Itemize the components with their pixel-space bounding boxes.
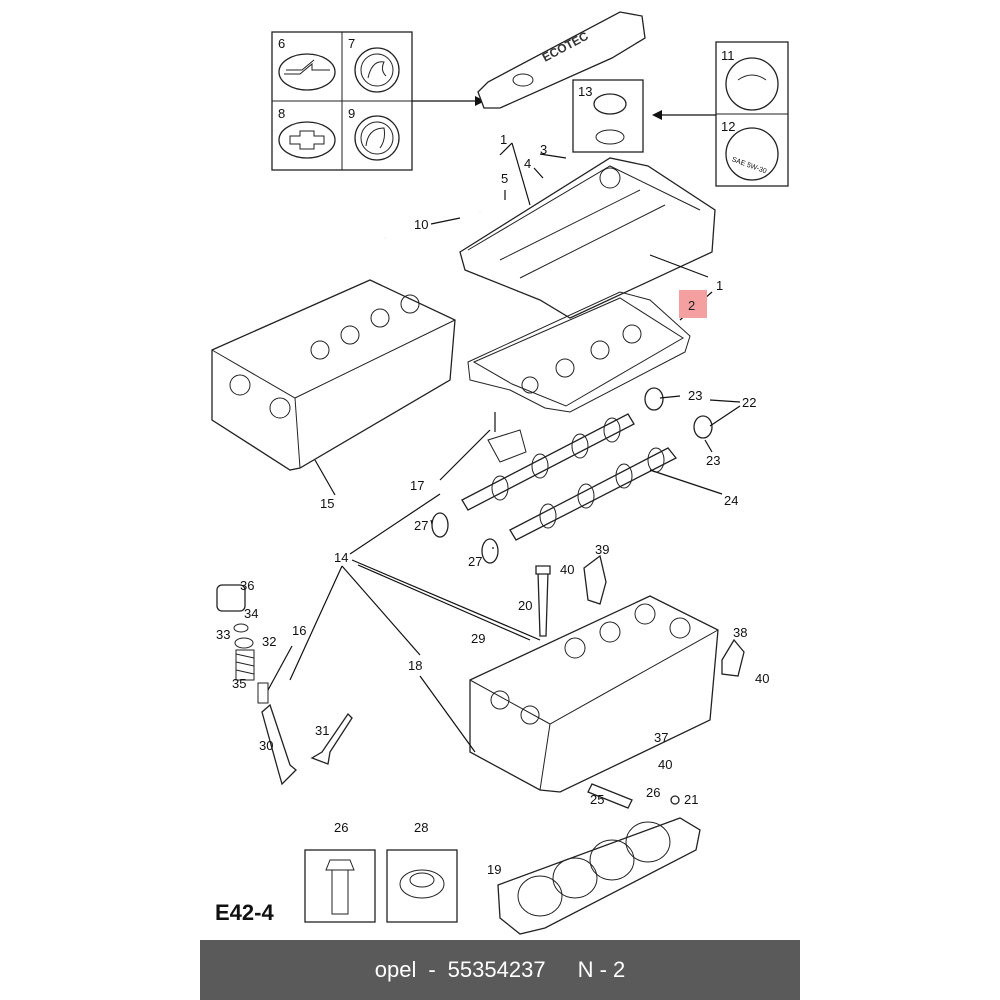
callout-2-highlight xyxy=(679,290,707,318)
bearing-cap-17 xyxy=(487,429,527,463)
callout-26-inset: 26 xyxy=(334,820,348,835)
callout-19: 19 xyxy=(487,862,501,877)
callout-18: 18 xyxy=(408,658,422,673)
footer-page: N - 2 xyxy=(577,957,626,982)
footer-brand: opel xyxy=(374,957,417,982)
callout-30: 30 xyxy=(259,738,273,753)
camshaft-exhaust xyxy=(509,447,678,541)
callout-40-right: 40 xyxy=(755,671,769,686)
callout-40-upper: 40 xyxy=(560,562,574,577)
callout-28: 28 xyxy=(414,820,428,835)
callout-11: 11 xyxy=(721,48,735,63)
callout-4: 4 xyxy=(524,156,531,171)
plug-inset-28 xyxy=(386,849,458,923)
callout-25: 25 xyxy=(590,792,604,807)
exploded-parts-diagram: 6 7 8 9 ECOTEC SAE 5W-30 11 12 13 xyxy=(211,11,789,935)
callout-26-main: 26 xyxy=(646,785,660,800)
callout-31: 31 xyxy=(315,723,329,738)
callout-1-side: 1 xyxy=(716,278,723,293)
callout-12: 12 xyxy=(721,119,735,134)
vauxhall-griffin-icon xyxy=(354,47,400,93)
seal-23-upper xyxy=(644,387,664,411)
callout-5: 5 xyxy=(501,171,508,186)
callout-2: 2 xyxy=(688,298,695,313)
callout-1-top: 1 xyxy=(500,132,507,147)
callout-13: 13 xyxy=(578,84,592,99)
callout-16: 16 xyxy=(292,623,306,638)
oil-filler-inset: 13 xyxy=(572,79,644,153)
callout-22: 22 xyxy=(742,395,756,410)
callout-36: 36 xyxy=(240,578,254,593)
callout-39: 39 xyxy=(595,542,609,557)
callout-8: 8 xyxy=(278,106,285,121)
exhaust-valve xyxy=(310,712,353,765)
callout-34: 34 xyxy=(244,606,258,621)
seal-27-lower xyxy=(481,538,499,564)
callout-9: 9 xyxy=(348,106,355,121)
seal-27-upper xyxy=(431,512,449,538)
callout-21: 21 xyxy=(684,792,698,807)
bracket-39 xyxy=(583,554,607,605)
callout-33: 33 xyxy=(216,627,230,642)
callout-6: 6 xyxy=(278,36,285,51)
callout-15: 15 xyxy=(320,496,334,511)
callout-27-upper: 27 xyxy=(414,518,428,533)
callout-23-upper: 23 xyxy=(688,388,702,403)
head-bolt xyxy=(537,571,549,637)
callout-17: 17 xyxy=(410,478,424,493)
camshaft-intake xyxy=(461,413,635,511)
sensor-25 xyxy=(587,783,633,809)
opel-badge-icon xyxy=(278,53,336,91)
diagram-sheet-code: E42-4 xyxy=(215,900,274,925)
footer-separator: - xyxy=(428,957,436,982)
valve-train xyxy=(216,584,353,786)
callout-40-lower: 40 xyxy=(658,757,672,772)
callout-10: 10 xyxy=(414,217,428,232)
bolt-inset-26 xyxy=(304,849,376,923)
cam-cover xyxy=(459,157,716,319)
head-gasket xyxy=(497,817,701,935)
callout-29: 29 xyxy=(471,631,485,646)
callout-7: 7 xyxy=(348,36,355,51)
badge-inset: 6 7 8 9 xyxy=(271,31,413,171)
leader-lines xyxy=(267,142,741,753)
cam-cover-gasket xyxy=(467,291,691,413)
oil-cap-inset: SAE 5W-30 11 12 xyxy=(715,41,789,187)
footer-part-number: 55354237 xyxy=(447,957,546,982)
footer-bar: opel - 55354237 N - 2 xyxy=(200,940,800,1000)
callout-14: 14 xyxy=(334,550,348,565)
callout-32: 32 xyxy=(262,634,276,649)
callout-27-lower: 27 xyxy=(468,554,482,569)
callout-24: 24 xyxy=(724,493,738,508)
callout-20: 20 xyxy=(518,598,532,613)
callout-38: 38 xyxy=(733,625,747,640)
callout-35: 35 xyxy=(232,676,246,691)
callout-37: 37 xyxy=(654,730,668,745)
inlet-valve xyxy=(261,703,297,786)
hydraulic-tappet xyxy=(216,584,246,612)
seal-23-lower xyxy=(693,415,713,439)
bracket-38 xyxy=(721,638,745,677)
cylinder-head-left xyxy=(211,279,456,471)
cylinder-head-right xyxy=(469,595,719,793)
holden-lion-icon xyxy=(354,115,400,161)
callout-23-lower: 23 xyxy=(706,453,720,468)
chevrolet-badge-icon xyxy=(278,121,336,159)
callout-3: 3 xyxy=(540,142,547,157)
